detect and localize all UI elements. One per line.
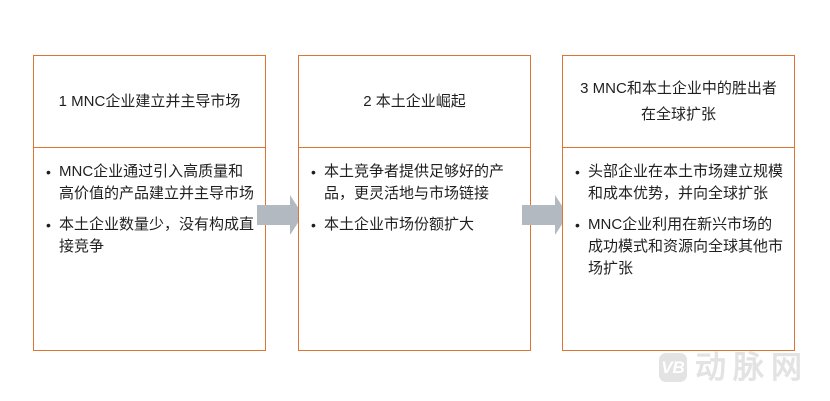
bullet-text: 本土企业市场份额扩大 bbox=[324, 216, 475, 233]
right-arrow-icon bbox=[257, 195, 303, 235]
bullet-icon: • bbox=[311, 217, 316, 233]
stage-title-2: 2 本土企业崛起 bbox=[299, 56, 530, 148]
bullet-text: MNC企业通过引入高质量和高价值的产品建立并主导市场 bbox=[59, 163, 255, 202]
stage-body-3: • 头部企业在本土市场建立规模和成本优势，并向全球扩张 • MNC企业利用在新兴… bbox=[563, 148, 794, 280]
stage-box-1: 1 MNC企业建立并主导市场 • MNC企业通过引入高质量和高价值的产品建立并主… bbox=[33, 55, 266, 351]
stage-title-1: 1 MNC企业建立并主导市场 bbox=[34, 56, 265, 148]
stage-body-1: • MNC企业通过引入高质量和高价值的产品建立并主导市场 • 本土企业数量少，没… bbox=[34, 148, 265, 258]
bullet-text: 头部企业在本土市场建立规模和成本优势，并向全球扩张 bbox=[588, 163, 784, 202]
stage-box-2: 2 本土企业崛起 • 本土竞争者提供足够好的产品，更灵活地与市场链接 • 本土企… bbox=[298, 55, 531, 351]
watermark-brand-name: 动脉网 bbox=[695, 350, 809, 385]
watermark: VB 动脉网 bbox=[659, 350, 809, 385]
list-item: • 头部企业在本土市场建立规模和成本优势，并向全球扩张 bbox=[575, 161, 786, 205]
bullet-icon: • bbox=[575, 217, 580, 233]
stage-title-3: 3 MNC和本土企业中的胜出者在全球扩张 bbox=[563, 56, 794, 148]
stage-body-2: • 本土竞争者提供足够好的产品，更灵活地与市场链接 • 本土企业市场份额扩大 bbox=[299, 148, 530, 236]
bullet-icon: • bbox=[575, 164, 580, 180]
list-item: • 本土竞争者提供足够好的产品，更灵活地与市场链接 bbox=[311, 161, 522, 205]
list-item: • 本土企业市场份额扩大 bbox=[311, 214, 522, 236]
arrow-shaft bbox=[522, 205, 555, 225]
list-item: • 本土企业数量少，没有构成直接竞争 bbox=[46, 214, 257, 258]
bullet-text: 本土企业数量少，没有构成直接竞争 bbox=[59, 216, 255, 255]
arrow-shaft bbox=[257, 205, 290, 225]
bullet-icon: • bbox=[46, 217, 51, 233]
bullet-text: 本土竞争者提供足够好的产品，更灵活地与市场链接 bbox=[324, 163, 505, 202]
list-item: • MNC企业利用在新兴市场的成功模式和资源向全球其他市场扩张 bbox=[575, 214, 786, 280]
bullet-icon: • bbox=[46, 164, 51, 180]
bullet-text: MNC企业利用在新兴市场的成功模式和资源向全球其他市场扩张 bbox=[588, 216, 784, 277]
bullet-icon: • bbox=[311, 164, 316, 180]
vb-logo-icon: VB bbox=[659, 353, 687, 382]
stage-box-3: 3 MNC和本土企业中的胜出者在全球扩张 • 头部企业在本土市场建立规模和成本优… bbox=[562, 55, 795, 351]
list-item: • MNC企业通过引入高质量和高价值的产品建立并主导市场 bbox=[46, 161, 257, 205]
